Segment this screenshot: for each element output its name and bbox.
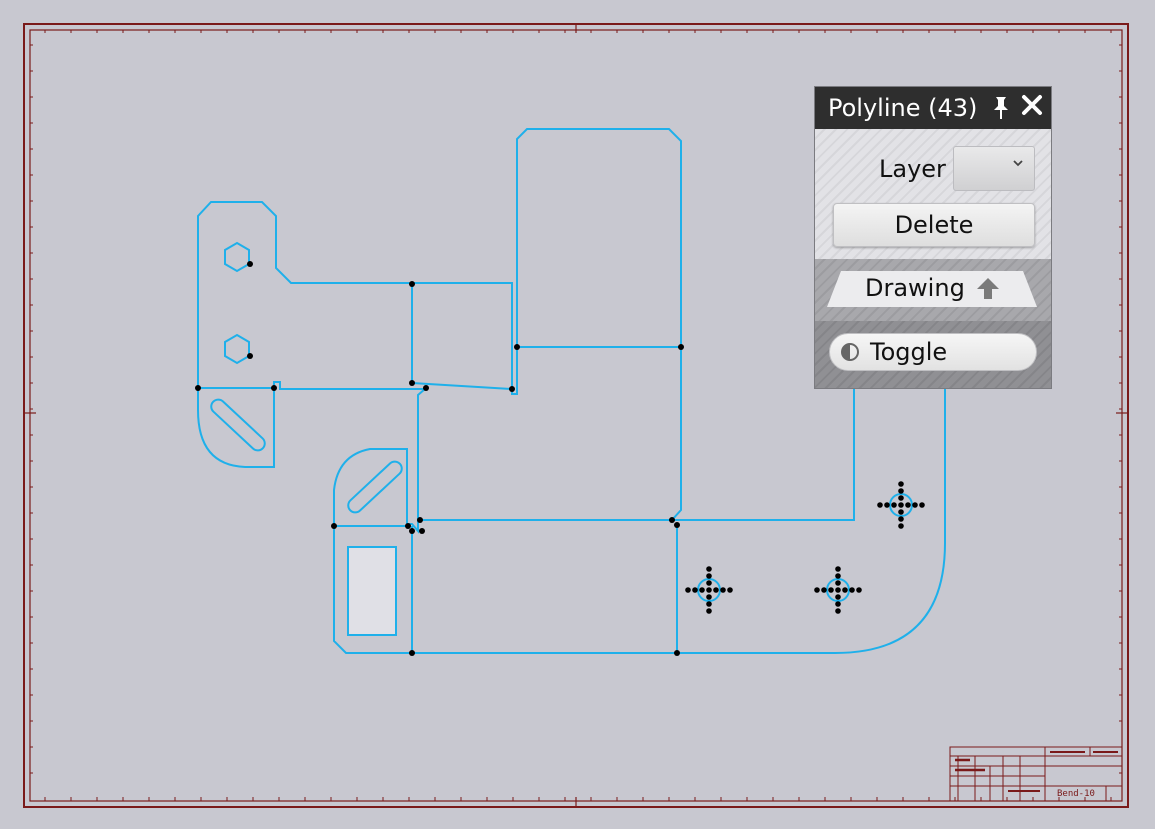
- grip-point[interactable]: [706, 594, 712, 600]
- title-block: [949, 746, 1123, 802]
- panel-title: Polyline (43): [828, 94, 978, 122]
- drawing-section: Drawing: [815, 259, 1051, 321]
- grip-point[interactable]: [884, 502, 890, 508]
- properties-section: Layer Delete: [815, 129, 1051, 259]
- slot-hole[interactable]: [208, 397, 267, 454]
- grip-point[interactable]: [842, 587, 848, 593]
- grip-point[interactable]: [898, 488, 904, 494]
- title-block-drawing-name: Bend-10: [1057, 789, 1095, 799]
- grip-point[interactable]: [835, 587, 841, 593]
- grip-point[interactable]: [898, 509, 904, 515]
- grip-point[interactable]: [195, 385, 201, 391]
- left-flange-outline[interactable]: [197, 128, 855, 521]
- grip-point[interactable]: [835, 594, 841, 600]
- grip-point[interactable]: [898, 516, 904, 522]
- hex-hole[interactable]: [224, 241, 250, 273]
- grip-point[interactable]: [706, 566, 712, 572]
- grip-point[interactable]: [699, 587, 705, 593]
- drawing-label: Drawing: [865, 274, 965, 302]
- grip-point[interactable]: [669, 517, 675, 523]
- grip-point[interactable]: [409, 281, 415, 287]
- grip-point[interactable]: [905, 502, 911, 508]
- rect-cutout[interactable]: [347, 546, 397, 636]
- grip-point[interactable]: [685, 587, 691, 593]
- grip-point[interactable]: [405, 523, 411, 529]
- grip-point[interactable]: [919, 502, 925, 508]
- grip-point[interactable]: [835, 608, 841, 614]
- grip-point[interactable]: [247, 261, 253, 267]
- grip-point[interactable]: [674, 650, 680, 656]
- hex-hole[interactable]: [224, 333, 250, 365]
- grip-point[interactable]: [898, 502, 904, 508]
- grip-point[interactable]: [423, 385, 429, 391]
- grip-point[interactable]: [898, 523, 904, 529]
- close-icon[interactable]: [1019, 91, 1045, 121]
- grip-point[interactable]: [419, 528, 425, 534]
- grip-point[interactable]: [835, 573, 841, 579]
- round-hole[interactable]: [826, 578, 850, 602]
- toggle-label: Toggle: [870, 338, 948, 366]
- grip-point[interactable]: [417, 517, 423, 523]
- grip-point[interactable]: [409, 650, 415, 656]
- grip-point[interactable]: [331, 523, 337, 529]
- delete-button[interactable]: Delete: [833, 203, 1035, 247]
- right-flange-outline[interactable]: [197, 381, 946, 654]
- round-hole[interactable]: [889, 493, 913, 517]
- sheet-frame: [23, 23, 1129, 808]
- grip-point[interactable]: [898, 495, 904, 501]
- grip-point[interactable]: [247, 353, 253, 359]
- grip-point[interactable]: [271, 385, 277, 391]
- pin-icon[interactable]: [990, 95, 1012, 119]
- grip-point[interactable]: [814, 587, 820, 593]
- grip-point[interactable]: [674, 522, 680, 528]
- grip-point[interactable]: [706, 608, 712, 614]
- grip-point[interactable]: [727, 587, 733, 593]
- grip-point[interactable]: [856, 587, 862, 593]
- grip-point[interactable]: [835, 601, 841, 607]
- grip-point[interactable]: [713, 587, 719, 593]
- bend-line[interactable]: [411, 382, 513, 390]
- polyline-geometry[interactable]: [197, 128, 946, 654]
- grip-point[interactable]: [835, 566, 841, 572]
- grip-point[interactable]: [692, 587, 698, 593]
- grip-point[interactable]: [706, 573, 712, 579]
- grip-point[interactable]: [912, 502, 918, 508]
- toggle-button[interactable]: Toggle: [829, 333, 1037, 371]
- round-hole[interactable]: [697, 578, 721, 602]
- grip-point[interactable]: [849, 587, 855, 593]
- grip-point[interactable]: [706, 601, 712, 607]
- grip-point[interactable]: [509, 386, 515, 392]
- panel-header: Polyline (43): [815, 87, 1051, 129]
- grip-point[interactable]: [898, 481, 904, 487]
- grip-point[interactable]: [706, 587, 712, 593]
- slot-hole[interactable]: [345, 459, 404, 516]
- polyline-properties-panel: Polyline (43) Layer Delete Drawing: [814, 86, 1052, 389]
- grip-point[interactable]: [409, 528, 415, 534]
- grip-point[interactable]: [891, 502, 897, 508]
- chevron-down-icon: [1012, 156, 1024, 172]
- grip-point[interactable]: [828, 587, 834, 593]
- grip-point[interactable]: [720, 587, 726, 593]
- layer-dropdown[interactable]: [953, 146, 1035, 191]
- grip-point[interactable]: [678, 344, 684, 350]
- grip-point[interactable]: [877, 502, 883, 508]
- toggle-section: Toggle: [815, 321, 1051, 388]
- layer-label: Layer: [879, 155, 946, 183]
- drawing-collapse-tab[interactable]: Drawing: [827, 271, 1037, 307]
- grip-point[interactable]: [706, 580, 712, 586]
- selection-grips[interactable]: [195, 261, 925, 656]
- grip-point[interactable]: [821, 587, 827, 593]
- grip-point[interactable]: [835, 580, 841, 586]
- grip-point[interactable]: [514, 344, 520, 350]
- grip-point[interactable]: [409, 380, 415, 386]
- half-circle-icon: [840, 342, 860, 366]
